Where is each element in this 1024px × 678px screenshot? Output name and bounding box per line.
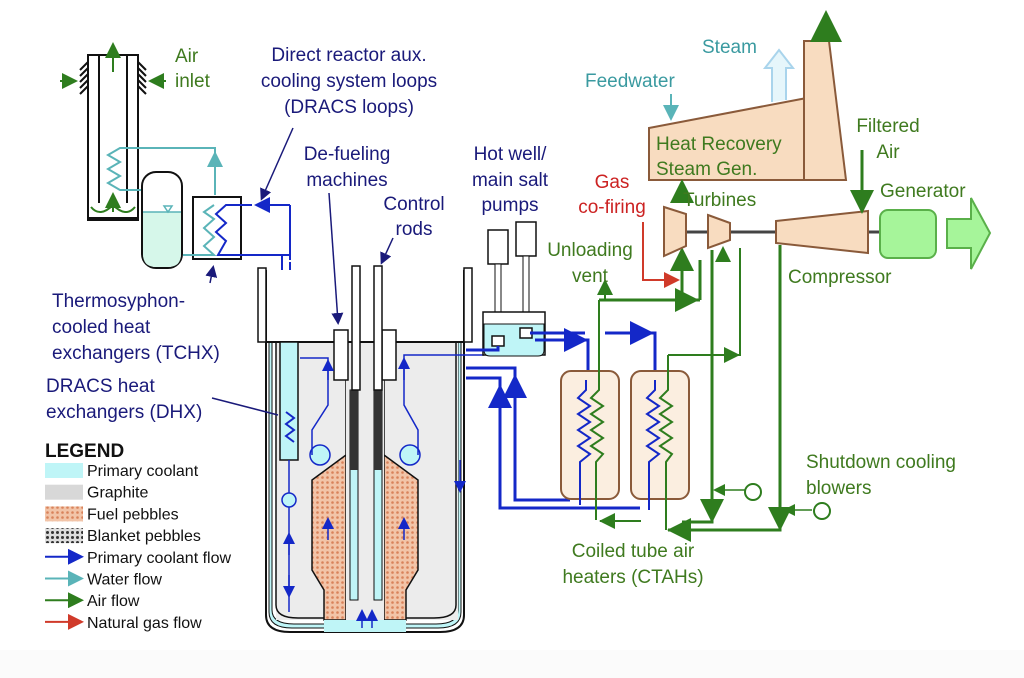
control-rods-label: Control bbox=[383, 194, 444, 215]
svg-text:heaters (CTAHs): heaters (CTAHs) bbox=[562, 567, 703, 588]
svg-text:(DRACS loops): (DRACS loops) bbox=[284, 97, 414, 118]
control-rod-right bbox=[373, 265, 383, 391]
generator bbox=[879, 209, 937, 259]
legend-item-label: Primary coolant flow bbox=[87, 550, 231, 567]
svg-text:blowers: blowers bbox=[806, 478, 871, 499]
unloading-vent-label: Unloading bbox=[547, 240, 633, 261]
svg-text:machines: machines bbox=[306, 170, 387, 191]
hrsg-label: Heat Recovery bbox=[656, 134, 782, 155]
dhx-label: DRACS heat bbox=[46, 376, 155, 397]
air-chimney bbox=[60, 42, 223, 221]
steam-out-arrow bbox=[762, 48, 796, 102]
compressor-label: Compressor bbox=[788, 267, 892, 288]
hrsg bbox=[648, 10, 848, 181]
svg-text:main salt: main salt bbox=[472, 170, 549, 191]
legend-item-label: Blanket pebbles bbox=[87, 528, 201, 545]
dhx-check-valve-icon bbox=[281, 492, 297, 508]
ctah-units bbox=[560, 300, 690, 530]
compressor bbox=[775, 209, 869, 255]
turbine-2 bbox=[707, 213, 731, 250]
generator-label: Generator bbox=[880, 181, 966, 202]
legend-swatch-fuel-pebbles bbox=[45, 506, 83, 522]
legend-item-label: Graphite bbox=[87, 485, 148, 502]
svg-text:rods: rods bbox=[396, 219, 433, 240]
svg-text:cooling system loops: cooling system loops bbox=[261, 71, 437, 92]
turbine-1 bbox=[663, 205, 687, 258]
tchx-label: Thermosyphon- bbox=[52, 291, 185, 312]
shutdown-blowers-label: Shutdown cooling bbox=[806, 452, 956, 473]
svg-text:vent: vent bbox=[572, 266, 609, 287]
defueling-machines-label: De-fueling bbox=[304, 144, 391, 165]
steam-label: Steam bbox=[702, 37, 757, 58]
shutdown-blower-2-icon bbox=[813, 502, 831, 520]
dracs-loops-label: Direct reactor aux. bbox=[271, 45, 426, 66]
svg-text:inlet: inlet bbox=[175, 71, 211, 92]
defueling-machine-right bbox=[381, 329, 397, 381]
legend-item-label: Fuel pebbles bbox=[87, 506, 179, 523]
shutdown-blower-1-icon bbox=[744, 483, 762, 501]
defueling-machine-left bbox=[333, 329, 349, 381]
turbines-label: Turbines bbox=[683, 190, 756, 211]
callout-leaders bbox=[205, 127, 394, 416]
air-inlet-label: Air bbox=[175, 46, 199, 67]
labels: Air inlet Direct reactor aux. cooling sy… bbox=[46, 37, 966, 588]
svg-text:exchangers (DHX): exchangers (DHX) bbox=[46, 402, 202, 423]
hot-well-pumps bbox=[482, 221, 546, 357]
bottom-margin bbox=[0, 650, 1024, 678]
legend-swatch-blanket-pebbles bbox=[45, 528, 83, 544]
ctah-unit-1 bbox=[560, 370, 620, 500]
svg-text:cooled heat: cooled heat bbox=[52, 317, 151, 338]
dhx-heat-exchanger bbox=[279, 341, 299, 461]
louvers-left bbox=[79, 61, 89, 95]
legend-swatch-graphite bbox=[45, 484, 83, 500]
legend-item-label: Air flow bbox=[87, 593, 140, 610]
svg-text:Steam Gen.: Steam Gen. bbox=[656, 159, 757, 180]
filtered-air-label: Filtered bbox=[856, 116, 919, 137]
legend-item-label: Natural gas flow bbox=[87, 615, 202, 632]
control-rod-left bbox=[351, 265, 361, 391]
louvers-right bbox=[137, 61, 147, 95]
hot-well-label: Hot well/ bbox=[474, 144, 548, 165]
feedwater-label: Feedwater bbox=[585, 71, 675, 92]
svg-text:exchangers (TCHX): exchangers (TCHX) bbox=[52, 343, 220, 364]
svg-text:pumps: pumps bbox=[481, 195, 538, 216]
reactor-vessel bbox=[257, 265, 484, 633]
legend-swatch-primary-coolant bbox=[45, 463, 83, 478]
water-tank bbox=[141, 171, 183, 269]
gas-turbine-train bbox=[663, 150, 992, 270]
air-flow-network bbox=[597, 245, 831, 542]
power-out-arrow bbox=[946, 197, 992, 270]
legend-title: LEGEND bbox=[45, 441, 124, 462]
legend-item-label: Water flow bbox=[87, 572, 162, 589]
tchx-heat-exchanger bbox=[183, 196, 252, 260]
ctah-label: Coiled tube air bbox=[572, 541, 695, 562]
exhaust-stack bbox=[803, 40, 848, 181]
gas-cofiring-label: Gas bbox=[595, 172, 630, 193]
svg-text:co-firing: co-firing bbox=[578, 197, 646, 218]
svg-text:Air: Air bbox=[876, 142, 900, 163]
ctah-unit-2 bbox=[630, 370, 690, 500]
legend-item-label: Primary coolant bbox=[87, 463, 199, 480]
